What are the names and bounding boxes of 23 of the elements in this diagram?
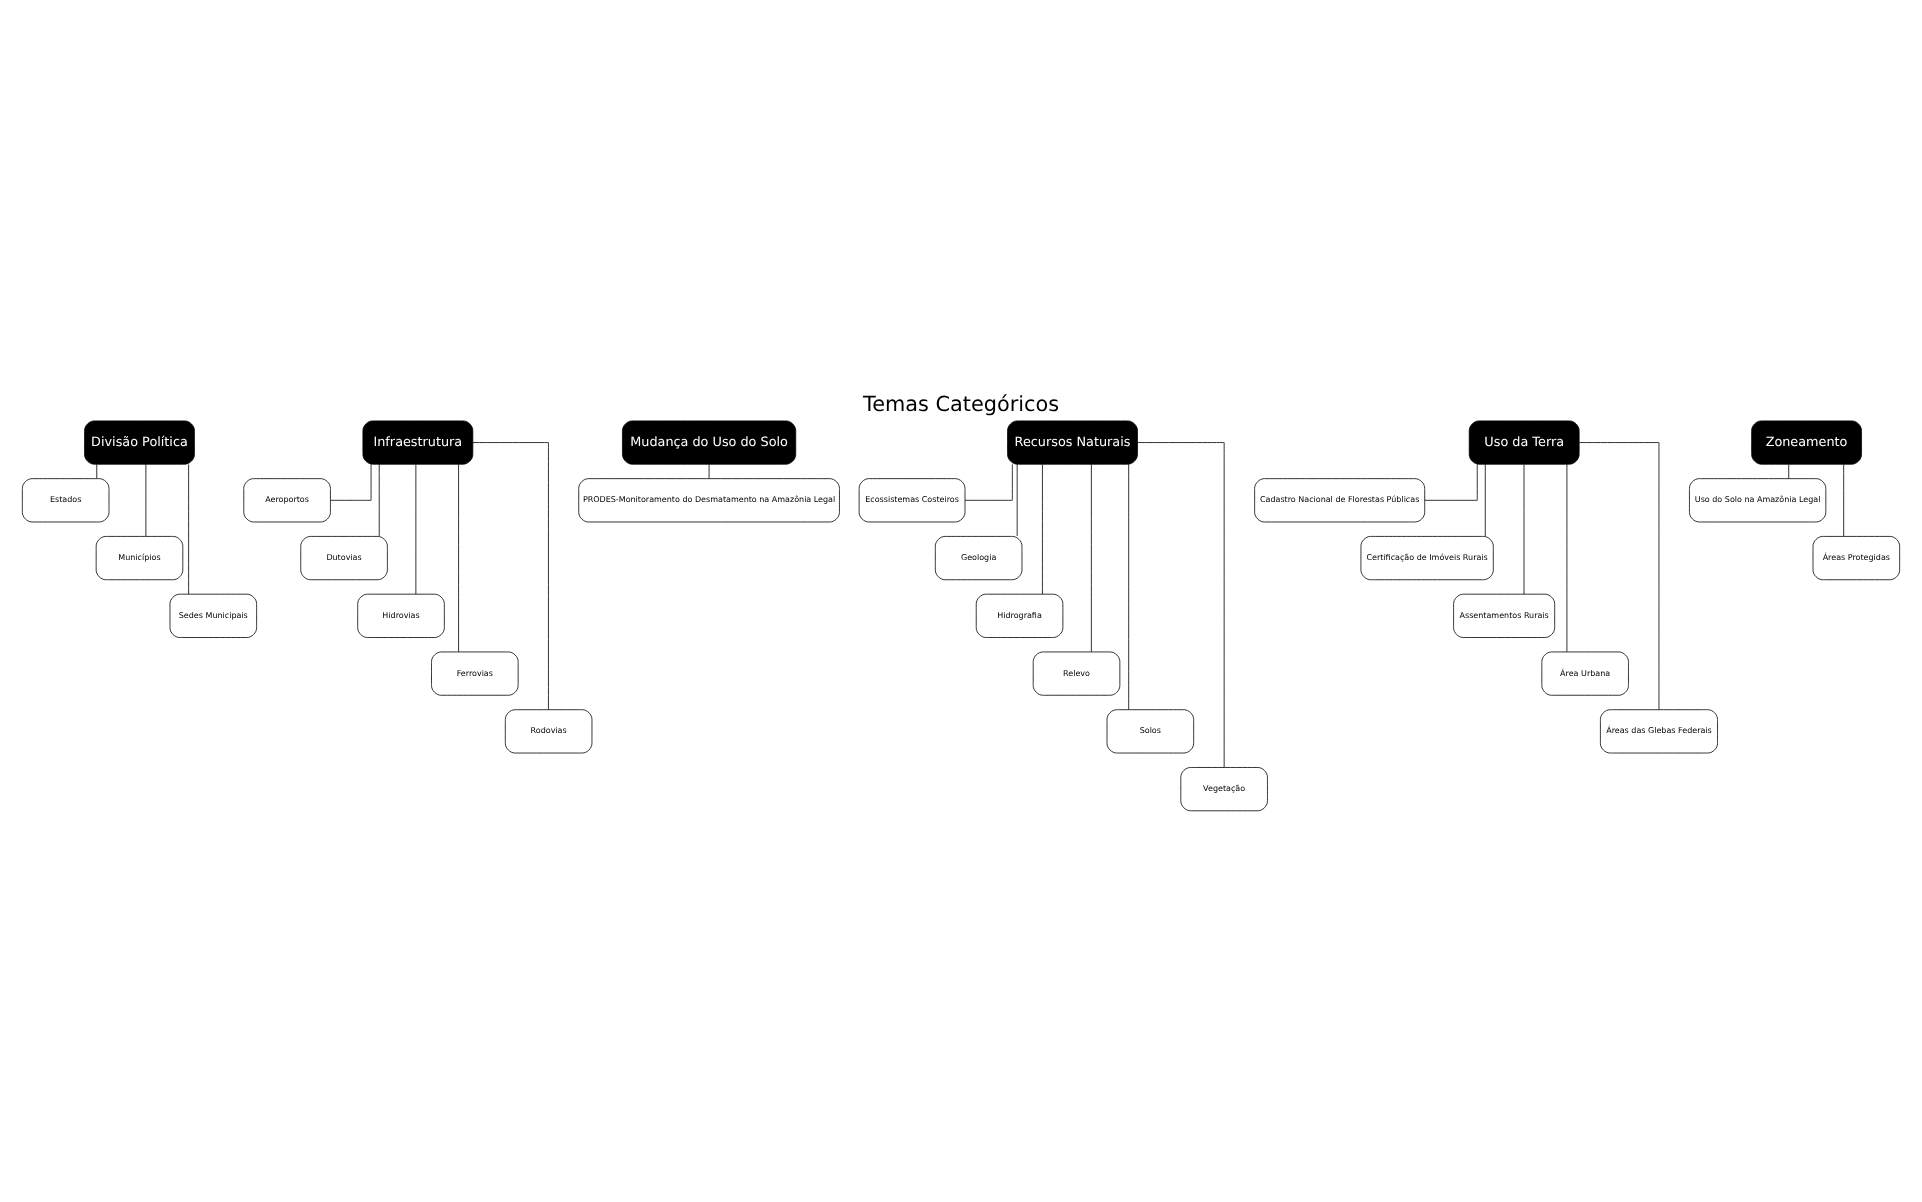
connector <box>1090 463 1092 653</box>
connector <box>1042 464 1043 595</box>
connector <box>1579 442 1660 711</box>
connector <box>458 463 459 653</box>
connector <box>472 442 549 711</box>
connector <box>1137 442 1225 768</box>
connector <box>96 464 98 479</box>
connector <box>1128 463 1130 710</box>
diagram-title: Temas Categóricos <box>862 393 1060 418</box>
connector <box>378 463 380 537</box>
connector <box>1424 464 1478 501</box>
connector <box>964 464 1013 501</box>
connector <box>188 464 189 595</box>
connector <box>145 463 147 537</box>
connector <box>1523 464 1525 595</box>
connector <box>1843 463 1845 537</box>
connector <box>415 464 417 595</box>
connector <box>1016 463 1018 537</box>
connector <box>1566 463 1568 653</box>
connector <box>1788 464 1790 479</box>
connector <box>330 464 372 501</box>
connector <box>1484 463 1486 537</box>
connector <box>708 464 710 479</box>
